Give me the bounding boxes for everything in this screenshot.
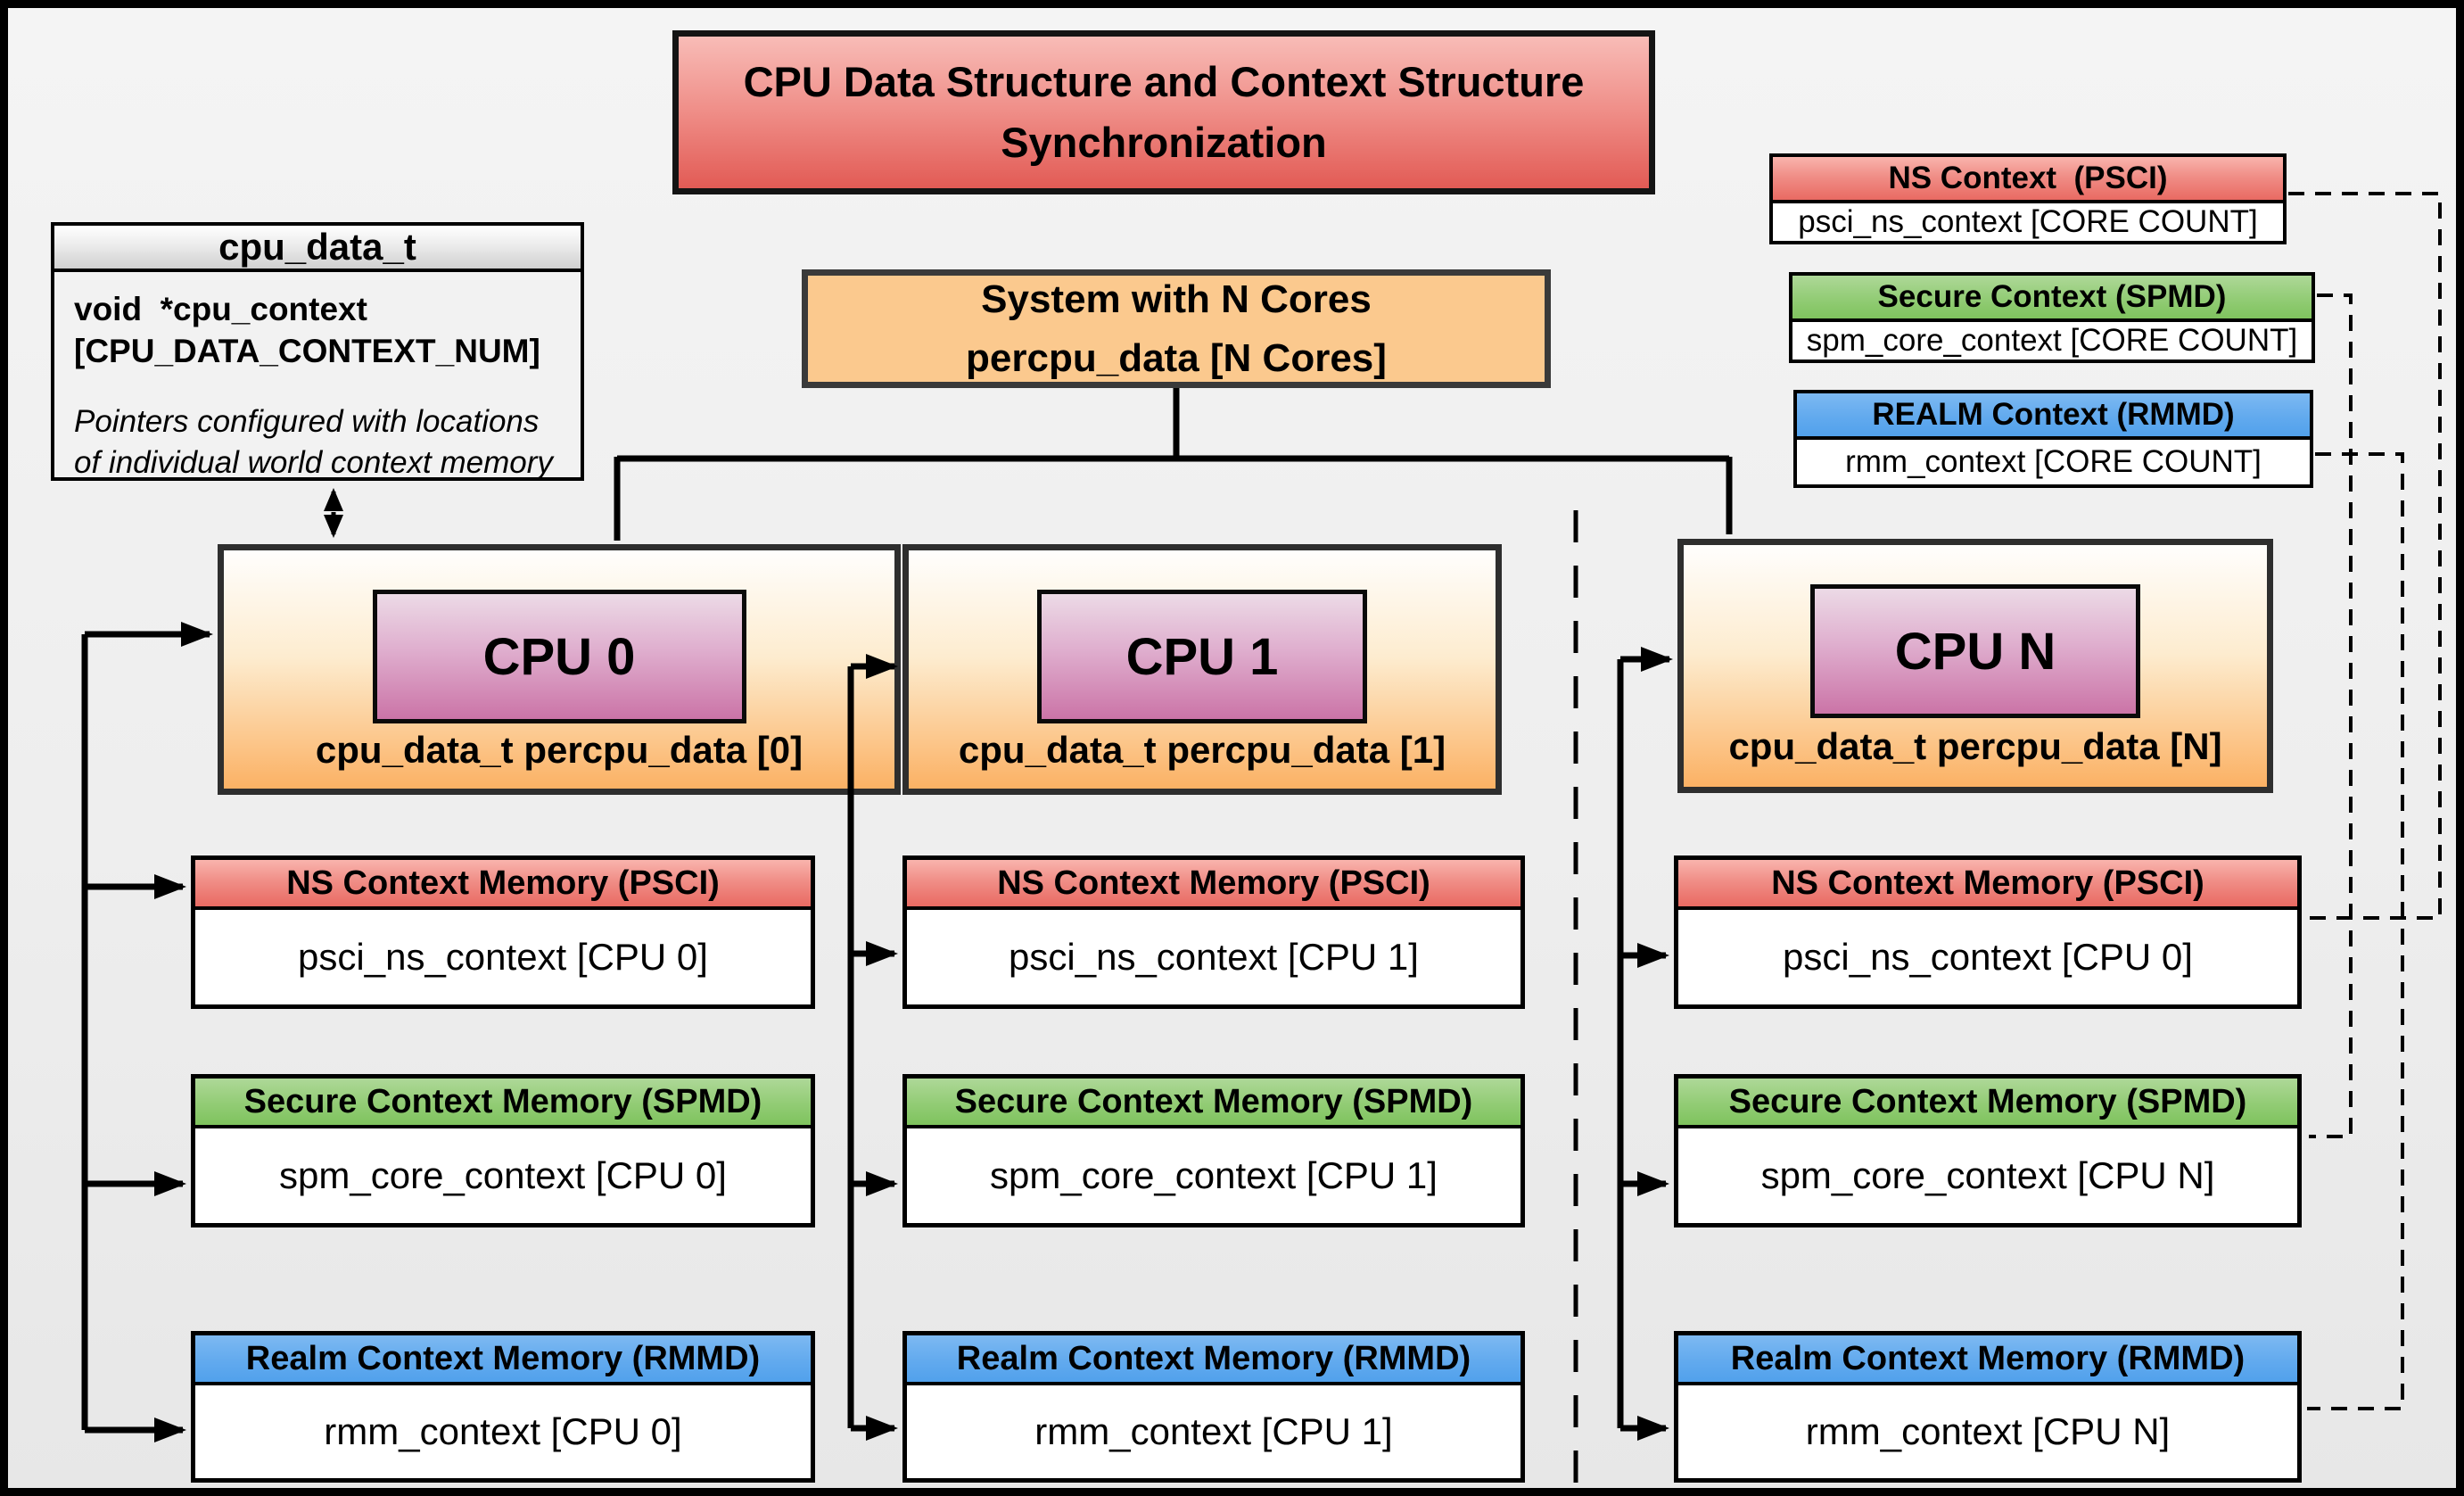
cpu-1-realm-context-box: Realm Context Memory (RMMD) rmm_context … [902, 1331, 1525, 1483]
cpu-n-label: CPU N [1810, 584, 2140, 718]
cpu-0-realm-body: rmm_context [CPU 0] [195, 1385, 811, 1478]
secure-legend-dashed-line [2309, 293, 2353, 1138]
cpu-1-ns-context-box: NS Context Memory (PSCI) psci_ns_context… [902, 855, 1525, 1009]
cpu-n-secure-header: Secure Context Memory (SPMD) [1678, 1079, 2297, 1128]
cpu-1-data: cpu_data_t percpu_data [1] [958, 728, 1446, 771]
cpu-n-secure-body: spm_core_context [CPU N] [1678, 1128, 2297, 1223]
cpu-1-realm-body: rmm_context [CPU 1] [907, 1385, 1520, 1478]
cpu-0-secure-body: spm_core_context [CPU 0] [195, 1128, 811, 1223]
system-box-text: System with N Cores percpu_data [N Cores… [966, 270, 1387, 388]
legend-realm-context: REALM Context (RMMD) rmm_context [CORE C… [1793, 390, 2313, 488]
cpu-n-box: CPU N cpu_data_t percpu_data [N] [1677, 539, 2273, 793]
legend-secure-context: Secure Context (SPMD) spm_core_context [… [1789, 272, 2315, 363]
cpu-n-data: cpu_data_t percpu_data [N] [1728, 724, 2222, 767]
system-branch-lines [614, 388, 1733, 541]
cpu-0-ns-body: psci_ns_context [CPU 0] [195, 910, 811, 1004]
legend-ns-body: psci_ns_context [CORE COUNT] [1773, 203, 2283, 241]
cpu-0-pointer-bus [81, 622, 213, 1442]
cpu-0-realm-header: Realm Context Memory (RMMD) [195, 1335, 811, 1385]
cpu-0-secure-context-box: Secure Context Memory (SPMD) spm_core_co… [191, 1074, 815, 1227]
cpu-data-t-header: cpu_data_t [54, 226, 581, 272]
cpu-1-secure-header: Secure Context Memory (SPMD) [907, 1079, 1520, 1128]
cpu-0-ns-header: NS Context Memory (PSCI) [195, 860, 811, 910]
cpu-1-box: CPU 1 cpu_data_t percpu_data [1] [902, 544, 1502, 795]
cpu-data-t-body: void *cpu_context [CPU_DATA_CONTEXT_NUM]… [54, 272, 581, 500]
legend-realm-body: rmm_context [CORE COUNT] [1797, 440, 2310, 484]
cpu-1-realm-header: Realm Context Memory (RMMD) [907, 1335, 1520, 1385]
cpu-n-realm-body: rmm_context [CPU N] [1678, 1385, 2297, 1478]
system-box-line2: percpu_data [N Cores] [966, 335, 1387, 380]
cpu-0-label: CPU 0 [372, 590, 746, 723]
system-box: System with N Cores percpu_data [N Cores… [802, 269, 1551, 388]
legend-realm-header: REALM Context (RMMD) [1797, 393, 2310, 440]
legend-secure-body: spm_core_context [CORE COUNT] [1792, 322, 2312, 360]
cpu-data-t-box: cpu_data_t void *cpu_context [CPU_DATA_C… [51, 222, 584, 481]
legend-dashed-connectors [2288, 192, 2442, 1410]
legend-ns-context: NS Context (PSCI) psci_ns_context [CORE … [1769, 153, 2287, 244]
cpu-1-label: CPU 1 [1037, 590, 1367, 723]
legend-ns-header: NS Context (PSCI) [1773, 157, 2283, 203]
cpu-data-t-note: Pointers configured with locations of in… [74, 403, 553, 480]
realm-legend-dashed-line [2307, 452, 2404, 1410]
cpu-0-secure-header: Secure Context Memory (SPMD) [195, 1079, 811, 1128]
cpu-1-ns-header: NS Context Memory (PSCI) [907, 860, 1520, 910]
cpu-n-realm-context-box: Realm Context Memory (RMMD) rmm_context … [1674, 1331, 2302, 1483]
cpu-0-ns-context-box: NS Context Memory (PSCI) psci_ns_context… [191, 855, 815, 1009]
cpu-1-secure-context-box: Secure Context Memory (SPMD) spm_core_co… [902, 1074, 1525, 1227]
cpu-n-ns-context-box: NS Context Memory (PSCI) psci_ns_context… [1674, 855, 2302, 1009]
cpu-1-secure-body: spm_core_context [CPU 1] [907, 1128, 1520, 1223]
diagram-title: CPU Data Structure and Context Structure… [672, 30, 1655, 194]
cpu-0-realm-context-box: Realm Context Memory (RMMD) rmm_context … [191, 1331, 815, 1483]
cpu-0-data: cpu_data_t percpu_data [0] [315, 728, 803, 771]
legend-secure-header: Secure Context (SPMD) [1792, 276, 2312, 322]
cpu-data-t-field: void *cpu_context [CPU_DATA_CONTEXT_NUM] [74, 291, 540, 370]
cpu-n-secure-context-box: Secure Context Memory (SPMD) spm_core_co… [1674, 1074, 2302, 1227]
cpu-n-realm-header: Realm Context Memory (RMMD) [1678, 1335, 2297, 1385]
cpu-n-ns-body: psci_ns_context [CPU 0] [1678, 910, 2297, 1004]
cpu-n-pointer-bus [1617, 647, 1673, 1441]
cpu-0-box: CPU 0 cpu_data_t percpu_data [0] [218, 544, 901, 795]
cpu-1-ns-body: psci_ns_context [CPU 1] [907, 910, 1520, 1004]
system-box-line1: System with N Cores [981, 277, 1372, 321]
cpu-n-ns-header: NS Context Memory (PSCI) [1678, 860, 2297, 910]
